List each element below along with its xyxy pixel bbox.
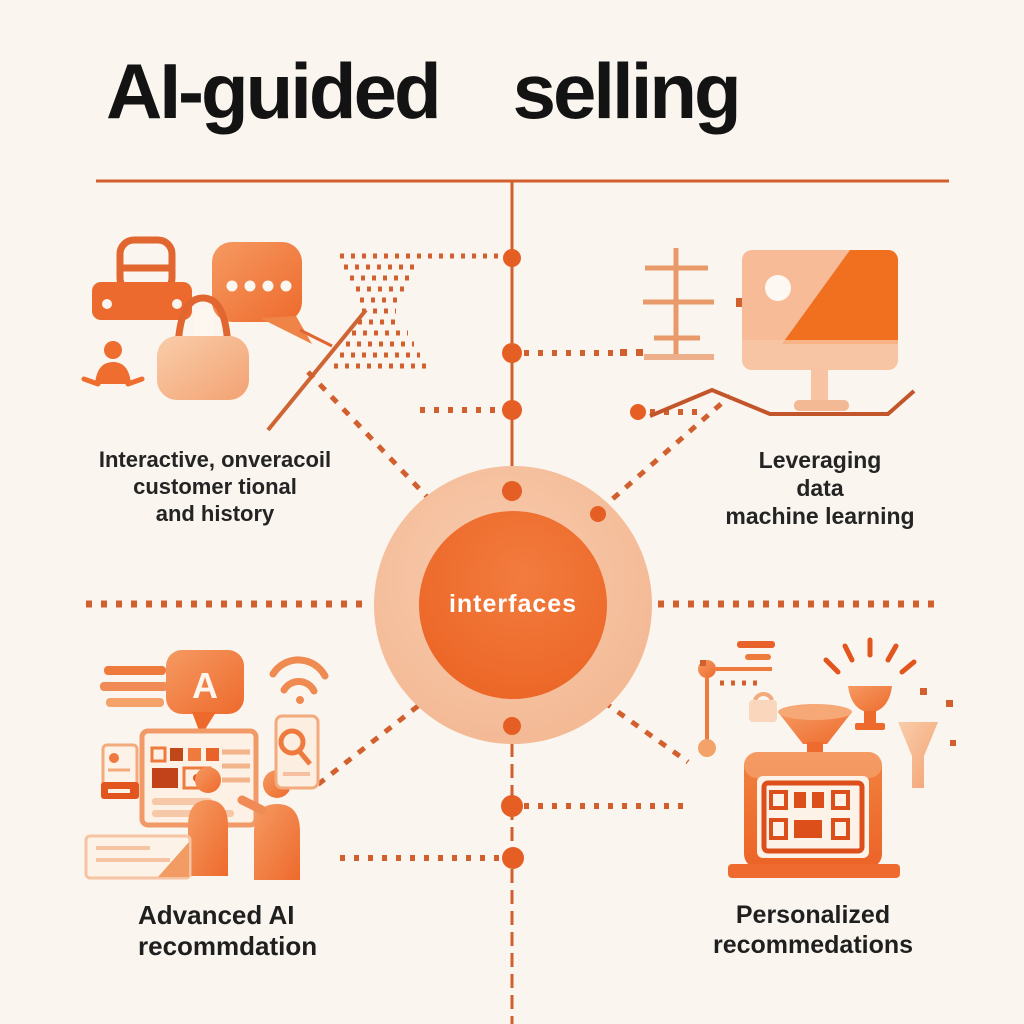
diag-top-right	[598, 394, 732, 512]
label-line: Personalized	[735, 901, 891, 929]
shopping-bag-icon	[157, 294, 249, 400]
hierarchy-icon	[620, 248, 745, 360]
label-line: recommdation	[138, 931, 318, 961]
filter-icon	[898, 700, 956, 788]
diagonal-accent-line	[266, 308, 368, 432]
label-line: Interactive, onveracoil	[98, 447, 332, 472]
funnel-machine-icon	[728, 704, 900, 878]
label-top-left: Interactive, onveracoil customer tional …	[70, 446, 360, 527]
title-word-1: AI-guided	[106, 47, 442, 135]
connector-lines	[86, 350, 938, 861]
people-icon	[188, 767, 300, 880]
monitor-icon	[742, 250, 898, 411]
baseline-zigzag	[649, 387, 916, 418]
magnifier-document-icon	[274, 714, 320, 790]
connector-nodes	[501, 249, 646, 869]
person-icon	[81, 341, 145, 387]
chat-bubble-icon	[212, 242, 333, 348]
wifi-icon	[269, 656, 329, 704]
label-top-right: Leveraging data machine learning	[705, 446, 935, 530]
label-line: recommedations	[712, 931, 914, 959]
diag-top-left	[306, 370, 432, 502]
label-line: and history	[155, 501, 275, 526]
label-bottom-right: Personalized recommedations	[693, 900, 933, 960]
contact-card-icon	[101, 743, 139, 799]
halftone-pattern	[334, 253, 506, 369]
bubble-letter: A	[192, 665, 218, 706]
hub-label: interfaces	[448, 590, 578, 618]
advanced-ai-illustration: A	[84, 650, 329, 880]
hub-inner-circle	[419, 511, 607, 699]
lock-icon	[749, 692, 777, 722]
label-line: customer tional	[133, 474, 297, 499]
trophy-icon	[700, 637, 927, 730]
personalized-illustration	[698, 637, 956, 878]
frame-lines	[96, 179, 949, 1024]
page-title: AI-guided selling	[106, 46, 742, 137]
title-word-2: selling	[512, 47, 742, 135]
speech-bubble-a-icon: A	[166, 650, 244, 736]
label-bottom-left: Advanced AI recommdation	[138, 900, 408, 962]
briefcase-icon	[92, 236, 192, 320]
paper-icon	[84, 834, 192, 880]
label-line: Advanced AI	[138, 900, 295, 930]
diag-bottom-left	[314, 704, 420, 788]
label-line: machine learning	[725, 503, 915, 529]
diag-bottom-right	[602, 699, 690, 765]
label-line: data	[796, 475, 844, 501]
label-line: Leveraging	[758, 447, 882, 473]
